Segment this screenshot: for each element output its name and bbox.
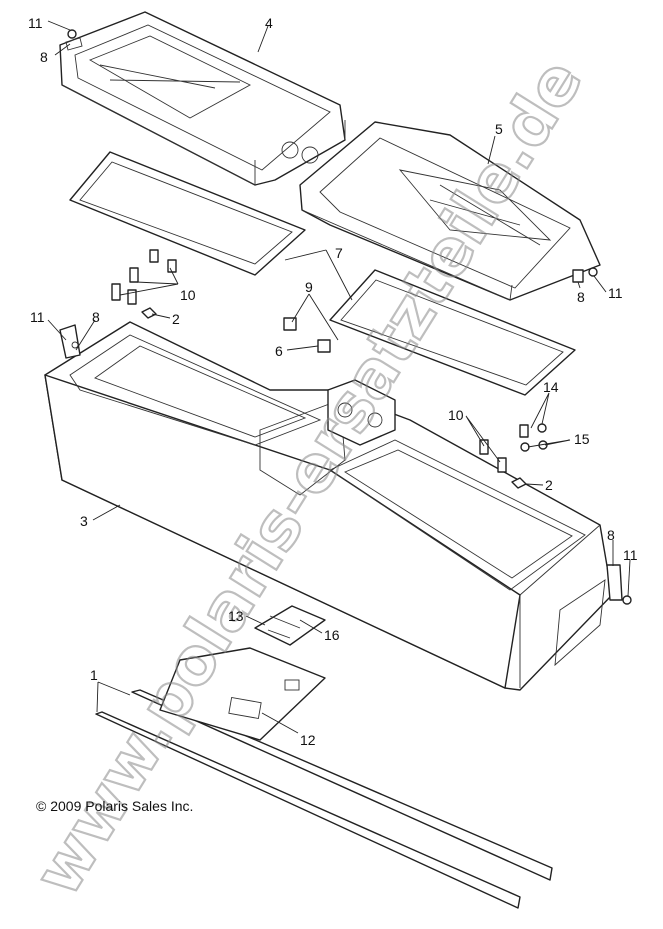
callout-1: 1	[90, 667, 98, 683]
storage-box-part-3	[44, 321, 613, 691]
callout-13: 13	[228, 608, 244, 624]
mounting-rail-part-1	[95, 689, 553, 909]
callout-2: 2	[545, 477, 553, 493]
callout-11: 11	[28, 15, 43, 31]
lid-seal-part-7	[69, 151, 576, 396]
callout-3: 3	[80, 513, 88, 529]
lid-right-part-5	[299, 121, 601, 301]
callout-11: 11	[30, 309, 45, 325]
callout-8: 8	[577, 289, 585, 305]
callout-5: 5	[495, 121, 503, 137]
callout-12: 12	[300, 732, 316, 748]
copyright-notice: © 2009 Polaris Sales Inc.	[36, 798, 193, 814]
callout-4: 4	[265, 15, 273, 31]
callout-16: 16	[324, 627, 340, 643]
callout-8: 8	[40, 49, 48, 65]
callout-6: 6	[275, 343, 283, 359]
callout-8: 8	[92, 309, 100, 325]
pads-parts-12-13-16	[159, 605, 326, 741]
callout-15: 15	[574, 431, 590, 447]
callout-2: 2	[172, 311, 180, 327]
callout-11: 11	[608, 285, 623, 301]
lid-left-part-4	[59, 11, 346, 186]
callout-14: 14	[543, 379, 559, 395]
leader-lines	[47, 20, 631, 734]
callout-11: 11	[623, 547, 638, 563]
callout-8: 8	[607, 527, 615, 543]
callout-10: 10	[448, 407, 464, 423]
callout-9: 9	[305, 279, 313, 295]
callout-10: 10	[180, 287, 196, 303]
callout-7: 7	[335, 245, 343, 261]
hardware-parts	[59, 29, 632, 605]
